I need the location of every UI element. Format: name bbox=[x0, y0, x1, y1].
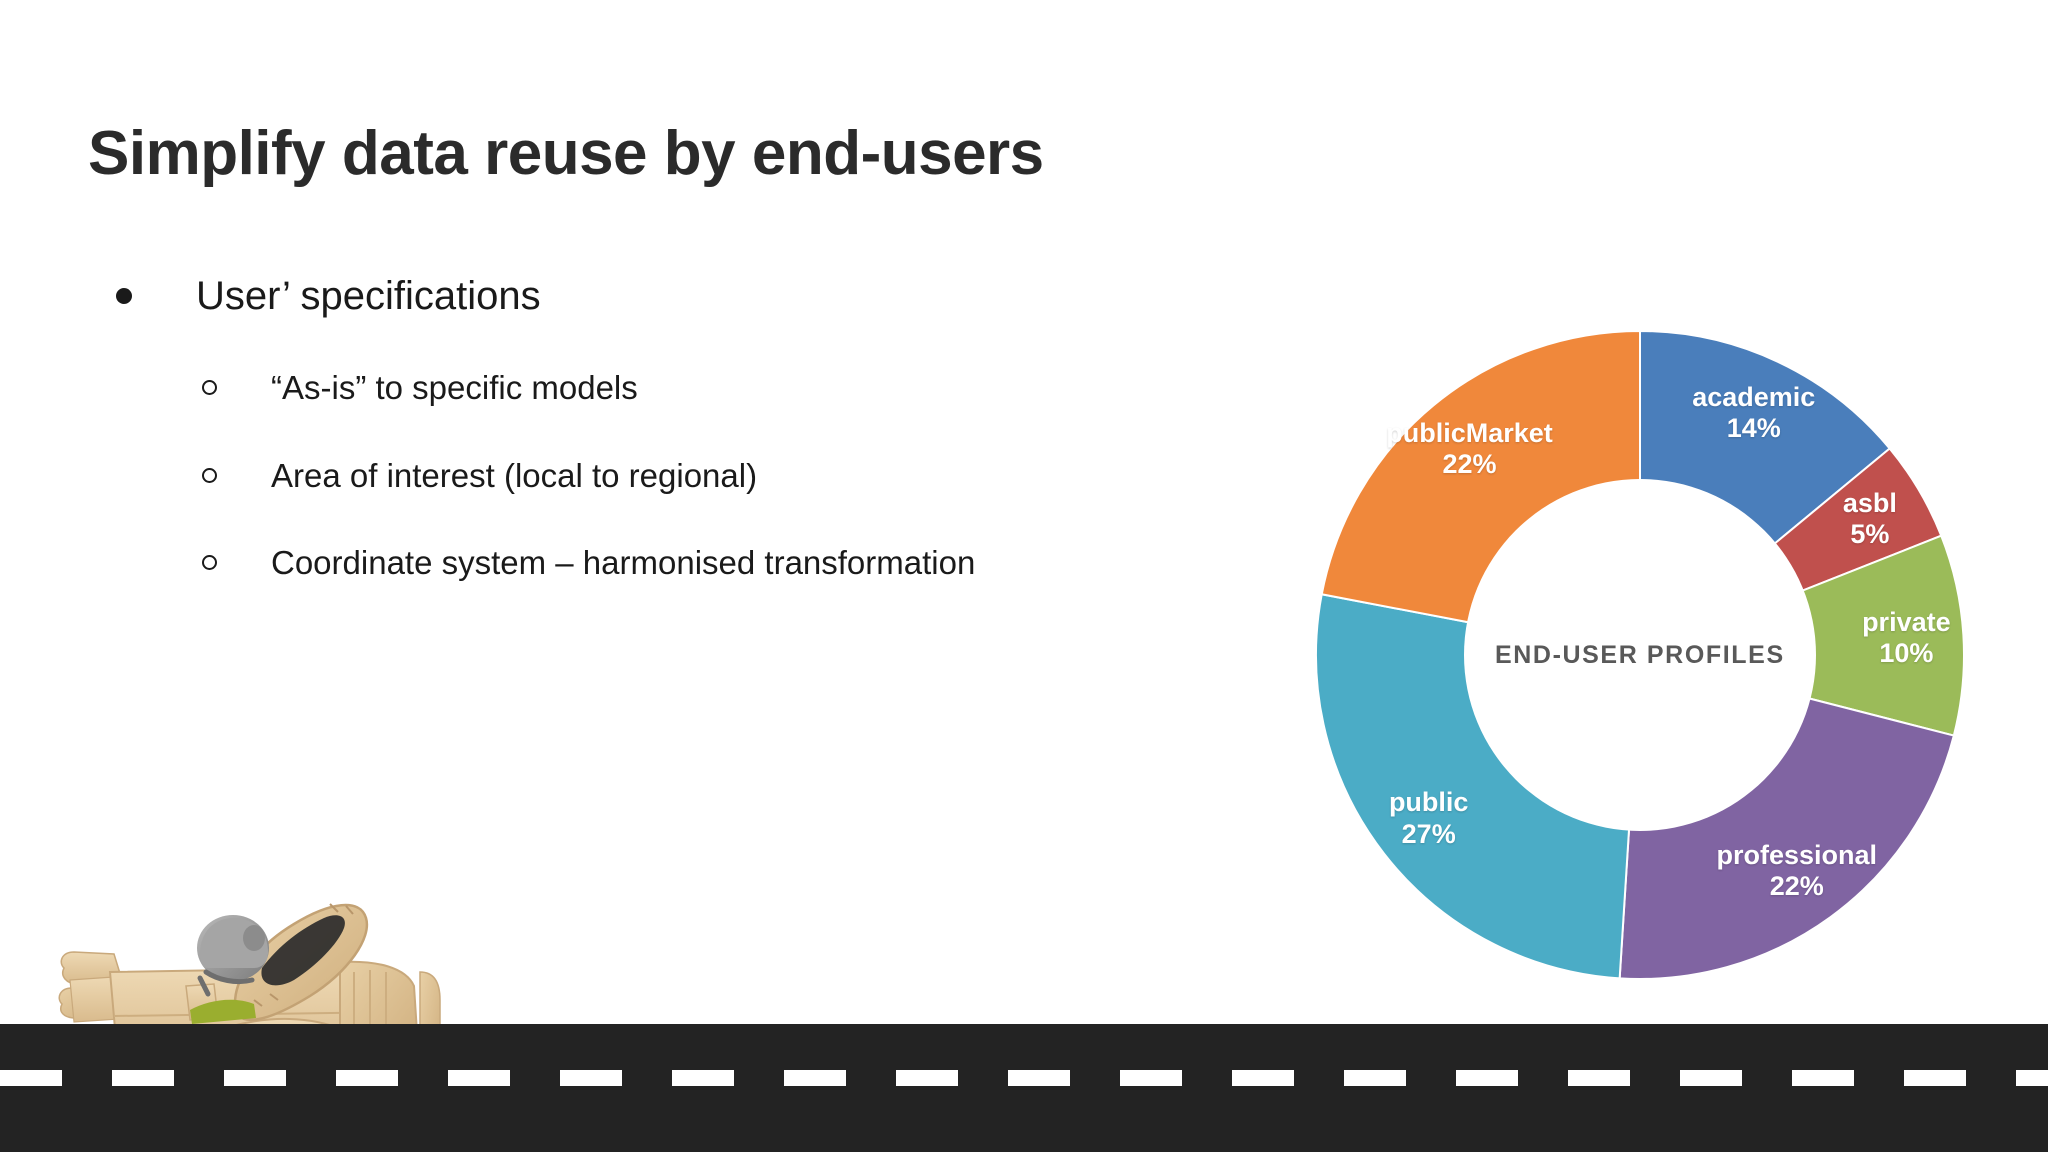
page-title: Simplify data reuse by end-users bbox=[88, 119, 1044, 188]
donut-chart-svg bbox=[1315, 329, 1965, 980]
bullet-ring-icon bbox=[202, 467, 217, 483]
list-item: “As-is” to specific models bbox=[96, 368, 1176, 408]
bullet-list: User’ specifications “As-is” to specific… bbox=[96, 272, 1176, 631]
bullet-ring-icon bbox=[202, 555, 217, 571]
list-item-label: Area of interest (local to regional) bbox=[271, 456, 758, 494]
list-item-label: User’ specifications bbox=[196, 274, 541, 318]
list-item-label: “As-is” to specific models bbox=[271, 369, 638, 406]
list-item: Coordinate system – harmonised transform… bbox=[96, 543, 1176, 583]
road-strip bbox=[0, 1024, 2048, 1152]
list-item-label: Coordinate system – harmonised transform… bbox=[271, 544, 976, 582]
road-dashes bbox=[0, 1070, 2048, 1086]
chart-center-label: END-USER PROFILES bbox=[1495, 640, 1785, 669]
pilot-helmet bbox=[197, 915, 269, 997]
bullet-ring-icon bbox=[202, 380, 217, 395]
donut-hole bbox=[1464, 479, 1816, 831]
list-item: User’ specifications bbox=[96, 272, 1176, 320]
list-item: Area of interest (local to regional) bbox=[96, 456, 1176, 496]
bullet-dot-icon bbox=[116, 288, 132, 304]
